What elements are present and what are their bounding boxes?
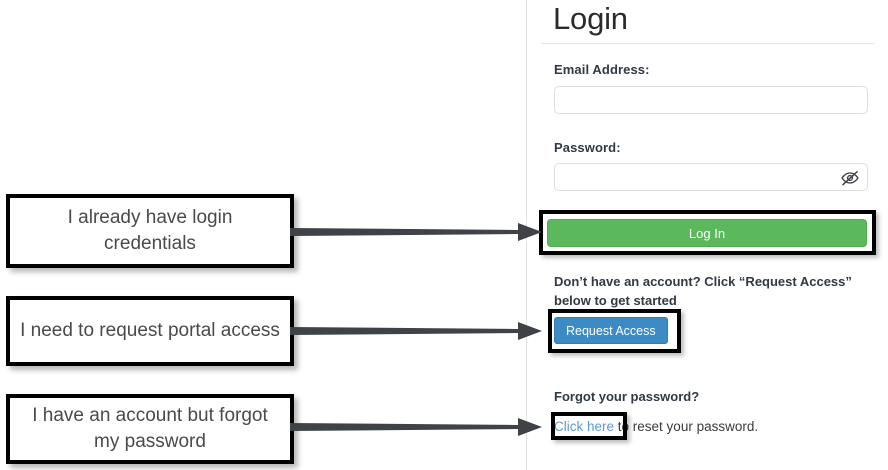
callout-request-access: I need to request portal access [6, 296, 294, 366]
password-label: Password: [554, 140, 621, 155]
arrow-to-login-button [290, 223, 542, 241]
callout-text: I already have login credentials [67, 207, 233, 254]
email-input[interactable] [554, 86, 868, 114]
reset-password-line: Click here to reset your password. [554, 419, 758, 434]
email-label: Email Address: [554, 62, 650, 77]
arrow-to-request-access [290, 322, 542, 340]
arrow-to-click-here [290, 418, 542, 436]
click-here-link[interactable]: Click here [554, 419, 615, 434]
request-access-button[interactable]: Request Access [554, 317, 668, 344]
callout-forgot-password: I have an account but forgot my password [6, 394, 294, 464]
eye-slash-icon[interactable] [840, 168, 860, 188]
login-panel: Login Email Address: Password: Log In Do… [527, 0, 888, 470]
callout-text: I need to request portal access [20, 320, 280, 341]
log-in-button[interactable]: Log In [547, 219, 867, 247]
callout-text: I have an account but forgot my password [32, 405, 268, 452]
callout-login-credentials: I already have login credentials [6, 194, 294, 268]
forgot-password-heading: Forgot your password? [554, 389, 700, 404]
page-title: Login [553, 1, 628, 36]
request-access-instructions: Don’t have an account? Click “Request Ac… [554, 274, 852, 308]
password-input[interactable] [554, 163, 868, 191]
title-divider [541, 43, 874, 44]
reset-password-text: to reset your password. [614, 419, 759, 434]
